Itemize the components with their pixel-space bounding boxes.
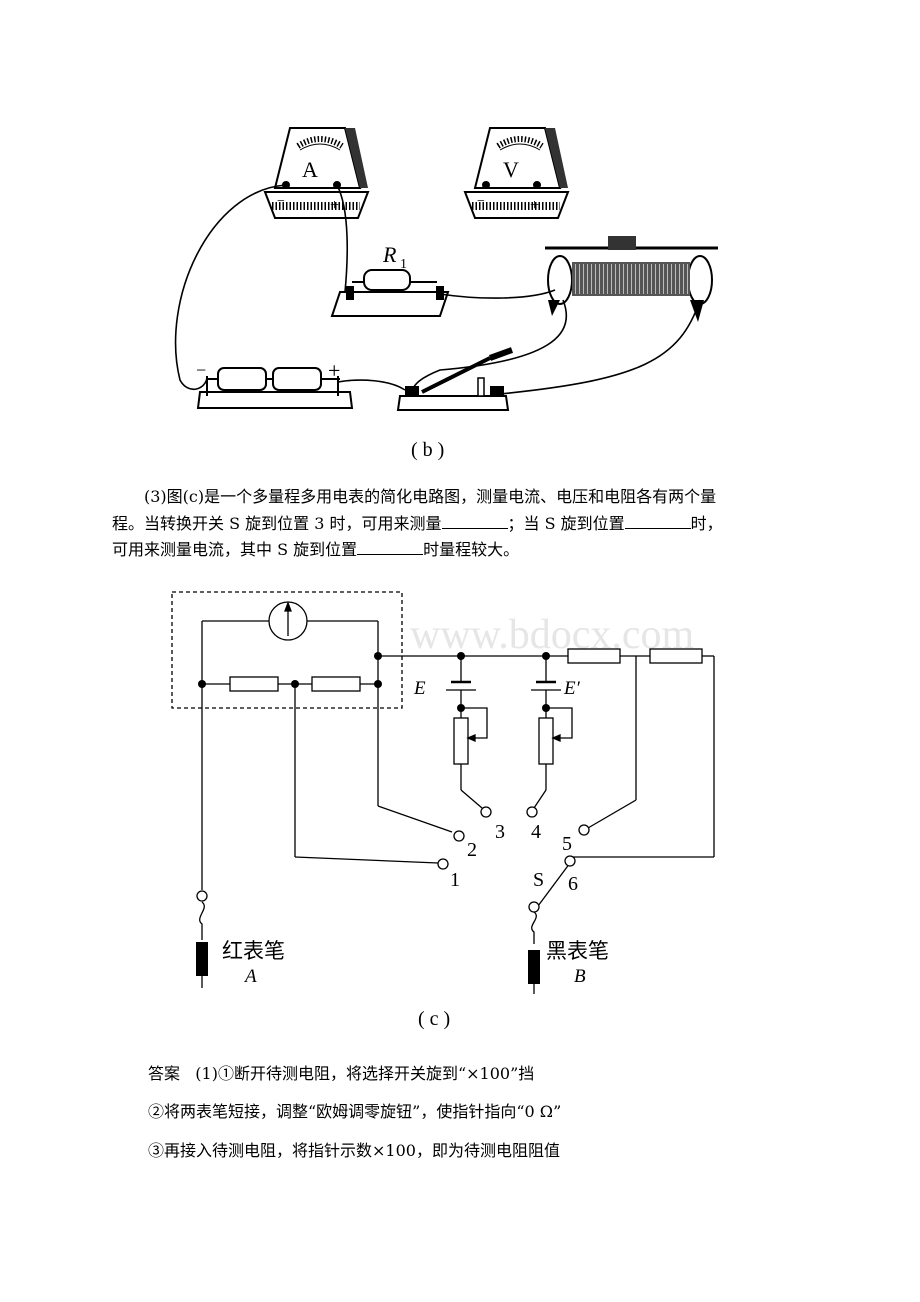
watermark: www.bdocx.com xyxy=(410,612,695,658)
red-probe-letter: A xyxy=(243,966,257,987)
question-line-2a: 程。当转换开关 S 旋到位置 3 时，可用来测量 xyxy=(112,514,442,533)
answer-line-3: ③再接入待测电阻，将指针示数×100，即为待测电阻阻值 xyxy=(148,1141,560,1160)
label-switch-s: S xyxy=(533,869,544,891)
battery-minus: − xyxy=(196,360,206,380)
voltmeter-minus: − xyxy=(477,194,485,209)
battery: − + xyxy=(196,358,354,409)
answer-line-2: ②将两表笔短接，调整“欧姆调零旋钮”，使指针指向“0 Ω” xyxy=(148,1102,562,1121)
label-pos-2: 2 xyxy=(467,839,477,861)
ammeter-minus: − xyxy=(277,194,285,209)
resistor-subscript: 1 xyxy=(400,257,407,272)
resistor-label: R xyxy=(382,242,397,267)
question-line-2: 程。当转换开关 S 旋到位置 3 时，可用来测量 ；当 S 旋到位置 时， xyxy=(112,510,812,537)
galvanometer-dashed-box xyxy=(171,591,403,709)
rheostat-e xyxy=(453,717,469,765)
rheostat-e-prime xyxy=(538,717,554,765)
question-line-2b: ；当 S 旋到位置 xyxy=(507,514,625,533)
ammeter-plus: + xyxy=(330,197,339,214)
voltmeter-plus: + xyxy=(530,197,539,214)
figure-b-caption: ( b ) xyxy=(411,439,445,461)
answer-label: 答案 xyxy=(148,1064,181,1083)
question-line-2c: 时， xyxy=(690,514,723,533)
blank-2[interactable] xyxy=(624,510,691,529)
ammeter: A − + xyxy=(263,127,370,219)
shunt-resistor-2 xyxy=(311,676,361,692)
answer-text-1: (1)①断开待测电阻，将选择开关旋到“×100”挡 xyxy=(195,1064,535,1083)
voltmeter: V − + xyxy=(463,127,570,219)
label-e: E xyxy=(413,678,426,699)
rheostat xyxy=(545,236,718,322)
label-pos-1: 1 xyxy=(450,869,460,891)
question-line-3a: 可用来测量电流，其中 S 旋到位置 xyxy=(112,540,358,559)
label-pos-6: 6 xyxy=(568,873,578,895)
blank-3[interactable] xyxy=(357,536,424,555)
label-pos-5: 5 xyxy=(562,833,572,855)
blank-1[interactable] xyxy=(441,510,508,529)
answer-line-1: 答案 (1)①断开待测电阻，将选择开关旋到“×100”挡 xyxy=(148,1060,534,1084)
label-pos-4: 4 xyxy=(531,821,541,843)
shunt-resistor-1 xyxy=(229,676,279,692)
figure-c: www.bdocx.com xyxy=(171,591,715,994)
ammeter-letter: A xyxy=(302,157,318,182)
black-probe-letter: B xyxy=(574,966,586,987)
question-line-3b: 时量程较大。 xyxy=(423,540,520,559)
voltmeter-letter: V xyxy=(503,157,519,182)
wires xyxy=(174,184,701,395)
label-e-prime: E′ xyxy=(563,678,581,699)
black-probe-label: 黑表笔 xyxy=(546,939,609,963)
figure-b: A − + V − + R 1 xyxy=(174,127,718,411)
red-probe xyxy=(196,942,208,976)
question-line-3: 可用来测量电流，其中 S 旋到位置 时量程较大。 xyxy=(112,536,812,563)
black-probe xyxy=(528,950,540,984)
question-line-1: (3)图(c)是一个多量程多用电表的简化电路图，测量电流、电压和电阻各有两个量 xyxy=(144,487,717,506)
battery-plus: + xyxy=(328,358,340,383)
label-pos-3: 3 xyxy=(495,821,505,843)
red-probe-label: 红表笔 xyxy=(222,939,285,963)
figure-c-caption: ( c ) xyxy=(418,1008,451,1030)
knife-switch xyxy=(396,347,514,411)
resistor-r1: R 1 xyxy=(330,242,450,317)
